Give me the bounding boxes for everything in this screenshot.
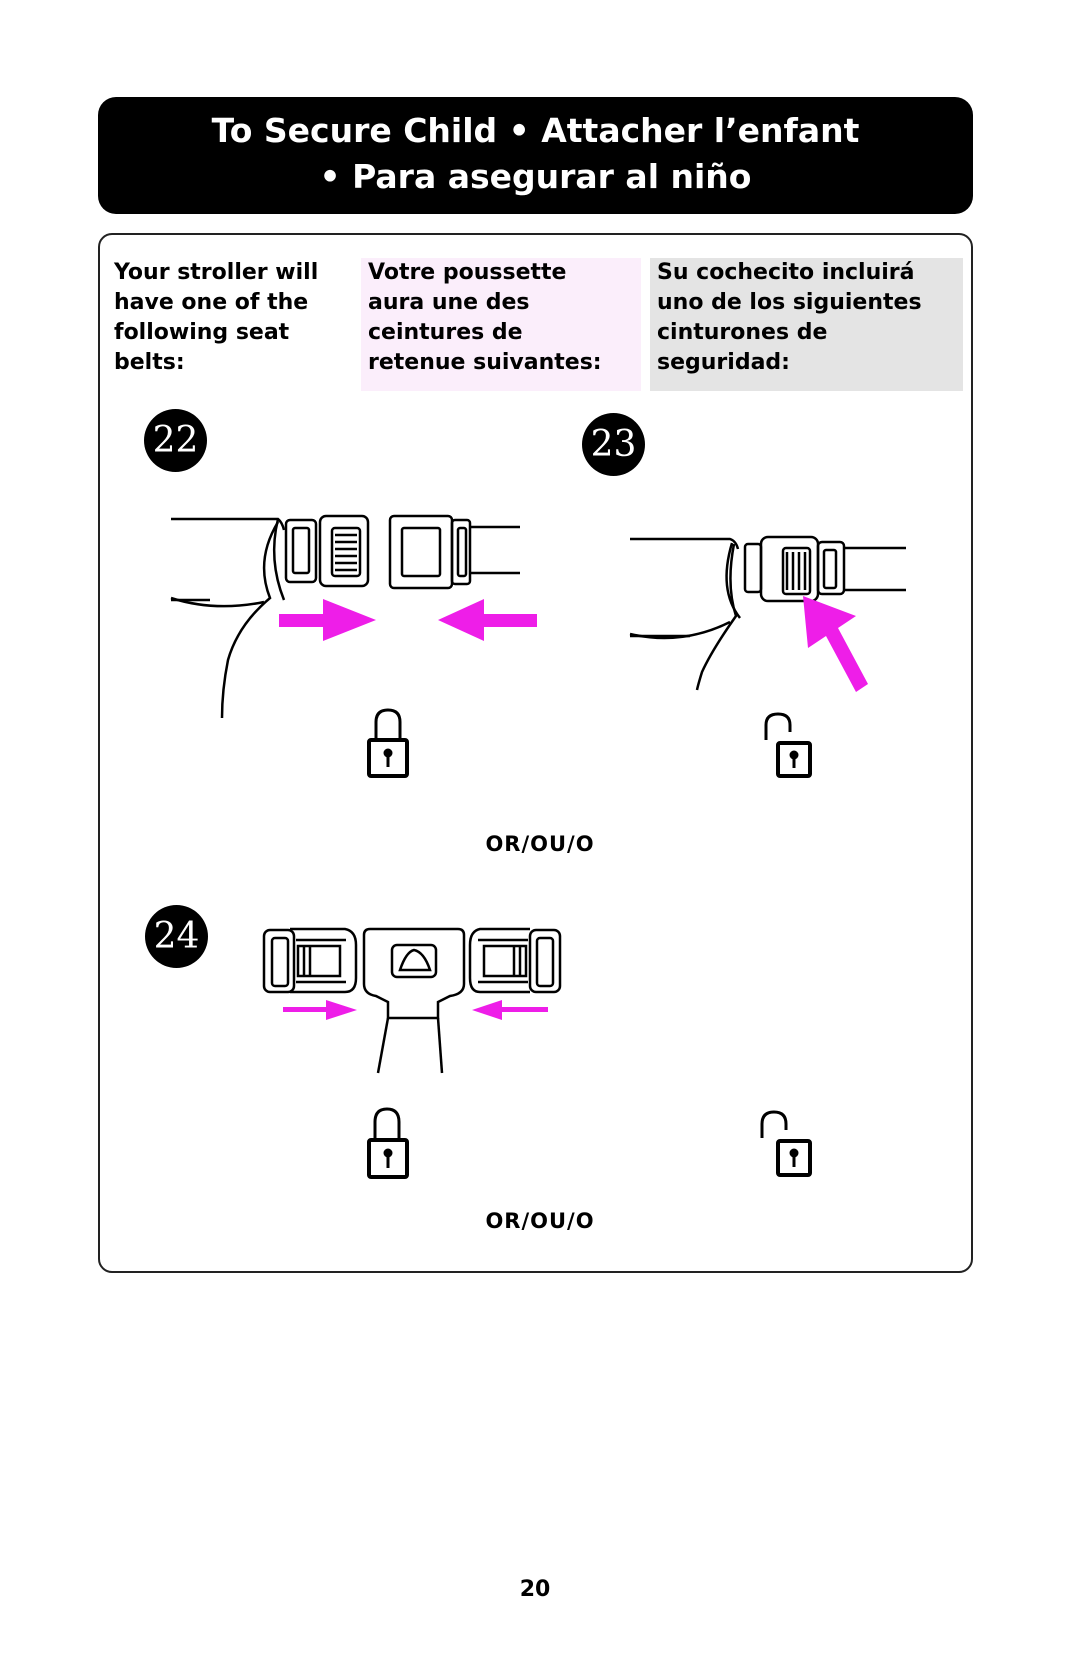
figure-23-buckle bbox=[629, 535, 906, 691]
arrow-left-icon bbox=[438, 599, 537, 641]
intro-spanish-text: Su cochecito incluirá uno de los siguien… bbox=[657, 260, 922, 375]
arrow-right-icon bbox=[283, 1000, 357, 1020]
or-separator-1: OR/OU/O bbox=[485, 832, 595, 856]
section-title-bar: To Secure Child • Attacher l’enfant • Pa… bbox=[98, 97, 973, 214]
intro-french: Votre poussette aura une des ceintures d… bbox=[361, 258, 641, 391]
intro-french-text: Votre poussette aura une des ceintures d… bbox=[368, 260, 602, 375]
lock-open-icon bbox=[760, 1110, 812, 1177]
lock-closed-icon bbox=[367, 1107, 409, 1179]
step-23-badge: 23 bbox=[582, 413, 645, 476]
intro-spanish: Su cochecito incluirá uno de los siguien… bbox=[650, 258, 963, 391]
lock-open-icon bbox=[764, 712, 812, 778]
or-separator-2: OR/OU/O bbox=[485, 1209, 595, 1233]
figure-22-buckle bbox=[170, 514, 520, 719]
arrow-right-icon bbox=[279, 599, 376, 641]
section-title-line-2: • Para asegurar al niño bbox=[319, 157, 752, 196]
intro-english: Your stroller will have one of the follo… bbox=[107, 258, 356, 391]
page-number: 20 bbox=[519, 1577, 551, 1602]
figure-24-buckle bbox=[262, 927, 562, 1074]
arrow-left-icon bbox=[472, 1000, 548, 1020]
intro-english-text: Your stroller will have one of the follo… bbox=[114, 260, 319, 375]
step-22-badge: 22 bbox=[144, 409, 207, 472]
lock-closed-icon bbox=[367, 708, 409, 778]
arrow-up-left-icon bbox=[803, 596, 868, 692]
step-24-badge: 24 bbox=[145, 905, 208, 968]
instructions-panel bbox=[98, 233, 973, 1273]
section-title-line-1: To Secure Child • Attacher l’enfant bbox=[211, 111, 860, 150]
